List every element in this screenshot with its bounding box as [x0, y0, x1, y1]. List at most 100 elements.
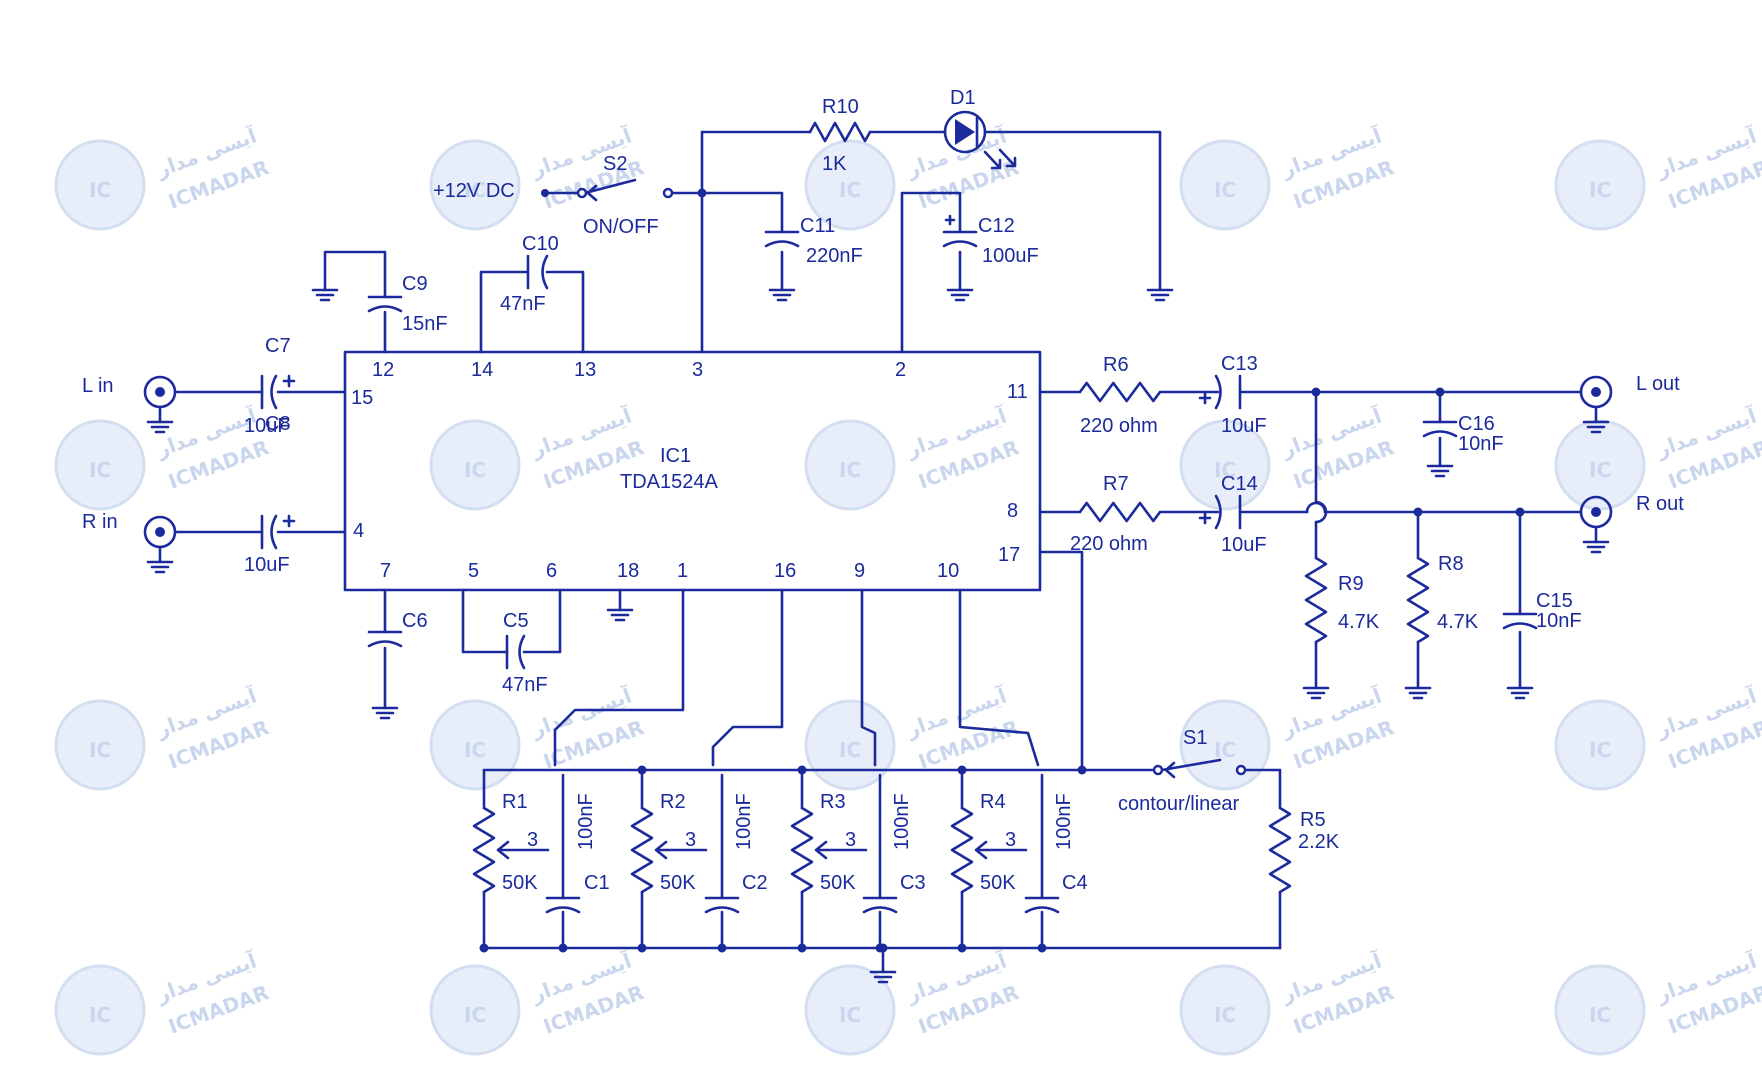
r-in-label: R in — [82, 511, 118, 533]
c7-plus — [282, 374, 296, 388]
r7-ref: R7 — [1103, 473, 1129, 495]
s1-ref: S1 — [1183, 727, 1207, 749]
pin-number-6: 6 — [546, 560, 557, 582]
ic-part: TDA1524A — [620, 471, 718, 493]
watermark-logo-text: IC — [464, 738, 486, 762]
watermark-logo-text: IC — [839, 738, 861, 762]
junction-dot — [1515, 507, 1525, 517]
watermark-logo-text: IC — [1214, 458, 1236, 482]
watermark-logo-text: IC — [839, 1003, 861, 1027]
ground-icon — [146, 420, 174, 434]
pin-number-1: 1 — [677, 560, 688, 582]
s1-label: contour/linear — [1118, 793, 1240, 815]
pin-number-7: 7 — [380, 560, 391, 582]
watermark-logo-icon — [1179, 964, 1271, 1056]
watermark-logo-icon — [1179, 139, 1271, 231]
watermark-logo-icon — [1554, 699, 1646, 791]
c6-plate-curved — [367, 640, 403, 648]
ground-icon — [869, 970, 897, 984]
c1-plate-curved — [545, 906, 581, 914]
c5-ref: C5 — [503, 610, 529, 632]
c12-value: 100uF — [982, 245, 1039, 267]
c15-ref: C15 — [1536, 590, 1573, 612]
pin-number-10: 10 — [937, 560, 959, 582]
watermark-logo-text: IC — [1214, 1003, 1236, 1027]
pin-number-12: 12 — [372, 359, 394, 381]
r3-pin: 3 — [845, 829, 856, 851]
r-out-jack-center — [1591, 507, 1601, 517]
ground-icon — [1404, 686, 1432, 700]
r6-ref: R6 — [1103, 354, 1129, 376]
r1-wiper — [496, 840, 550, 860]
junction-dot — [878, 943, 888, 953]
l-in-label: L in — [82, 375, 114, 397]
watermark-logo-text: IC — [89, 178, 111, 202]
c5-plate-curved — [518, 634, 526, 670]
r8-value: 4.7K — [1437, 611, 1479, 633]
ground-icon — [371, 706, 399, 720]
c15-value: 10nF — [1536, 610, 1582, 632]
r9-ref: R9 — [1338, 573, 1364, 595]
c2-plate-curved — [704, 906, 740, 914]
watermark-logo-icon — [1179, 419, 1271, 511]
r1-pin: 3 — [527, 829, 538, 851]
c14-plate-curved — [1214, 494, 1222, 530]
r2-wiper — [654, 840, 708, 860]
c7-value: 10uF — [244, 415, 290, 437]
r1-ref: R1 — [502, 791, 528, 813]
watermark-logo-icon — [54, 139, 146, 231]
ground-icon — [946, 288, 974, 302]
ground-icon — [311, 288, 339, 302]
watermark-logo-text: IC — [1589, 178, 1611, 202]
watermark-logo-icon — [429, 139, 521, 231]
d1-led-ring — [943, 110, 987, 154]
watermark-logo-text: IC — [1589, 738, 1611, 762]
s2-contact — [662, 187, 674, 199]
s2-contact — [576, 187, 588, 199]
c3-plate-curved — [862, 906, 898, 914]
r2-pin: 3 — [685, 829, 696, 851]
watermark-logo-icon — [54, 419, 146, 511]
r5-body — [1268, 806, 1292, 894]
watermark-logo-icon — [1554, 139, 1646, 231]
c16-ref: C16 — [1458, 413, 1495, 435]
c7-plate-curved — [270, 374, 278, 410]
c10-plate-curved — [541, 254, 549, 290]
pin-number-13: 13 — [574, 359, 596, 381]
junction-dot — [1413, 507, 1423, 517]
s2-label: ON/OFF — [583, 216, 659, 238]
components — [143, 110, 1613, 984]
r8-body — [1406, 556, 1430, 644]
c14-value: 10uF — [1221, 534, 1267, 556]
r4-wiper — [974, 840, 1028, 860]
pin-number-16: 16 — [774, 560, 796, 582]
c14-ref: C14 — [1221, 473, 1258, 495]
r2-ref: R2 — [660, 791, 686, 813]
watermark-logo-text: IC — [1589, 458, 1611, 482]
watermark-logo-text: IC — [1214, 178, 1236, 202]
c14-plus — [1198, 511, 1212, 525]
c3-ref: C3 — [900, 872, 926, 894]
c12-ref: C12 — [978, 215, 1015, 237]
c4-ref: C4 — [1062, 872, 1088, 894]
r9-value: 4.7K — [1338, 611, 1380, 633]
c9-ref: C9 — [402, 273, 428, 295]
watermark-logo-text: IC — [839, 458, 861, 482]
c4-plate-curved — [1024, 906, 1060, 914]
r4-body — [950, 806, 974, 894]
watermark-logo-text: IC — [1589, 1003, 1611, 1027]
ground-icon — [1582, 540, 1610, 554]
r2-value: 50K — [660, 872, 696, 894]
watermark-logo-text: IC — [89, 738, 111, 762]
r5-ref: R5 — [1300, 809, 1326, 831]
r3-ref: R3 — [820, 791, 846, 813]
r1-value: 50K — [502, 872, 538, 894]
c2-ref: C2 — [742, 872, 768, 894]
c13-plate-curved — [1214, 374, 1222, 410]
c11-value: 220nF — [806, 245, 863, 267]
pin-number-11: 11 — [1007, 381, 1028, 403]
